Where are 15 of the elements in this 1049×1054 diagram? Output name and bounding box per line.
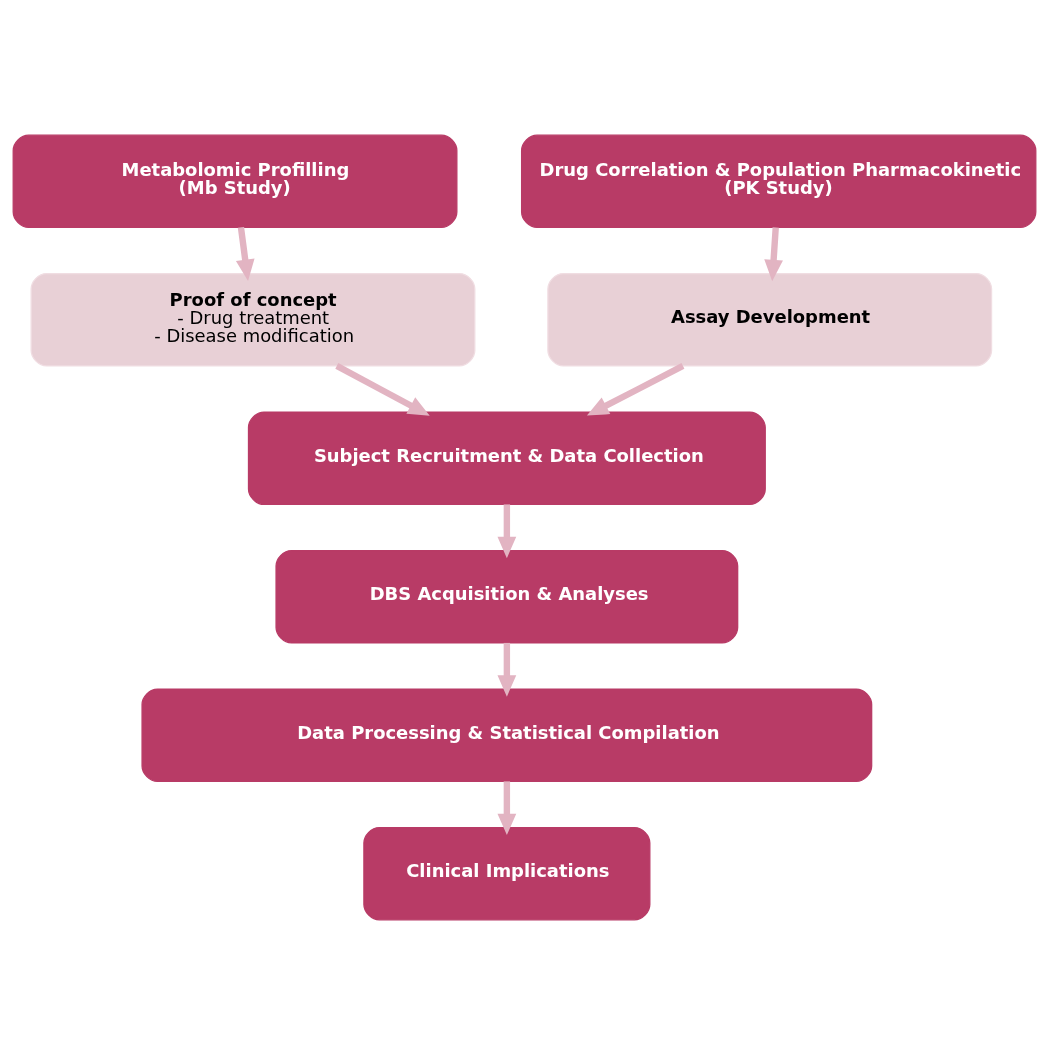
node-box: DBS Acquisition & Analyses <box>275 549 739 644</box>
node-box: Assay Development <box>547 272 993 367</box>
arrow <box>497 503 517 558</box>
arrow <box>497 780 517 835</box>
arrow <box>235 226 255 281</box>
node-box: Subject Recruitment & Data Collection <box>247 410 766 505</box>
node-box: Data Processing & Statistical Compilation <box>141 687 873 782</box>
arrow <box>586 362 685 416</box>
arrow <box>335 362 430 416</box>
node-box: Drug Correlation & Population Pharmacokinetic (PK Study) <box>520 134 1037 228</box>
arrow <box>764 226 783 281</box>
node-box: Clinical Implications <box>363 826 651 920</box>
node-box: Metabolomic Profilling (Mb Study) <box>12 134 458 228</box>
arrow <box>497 642 517 697</box>
node-box: Proof of concept - Drug treatment - Disease modification <box>30 272 476 367</box>
